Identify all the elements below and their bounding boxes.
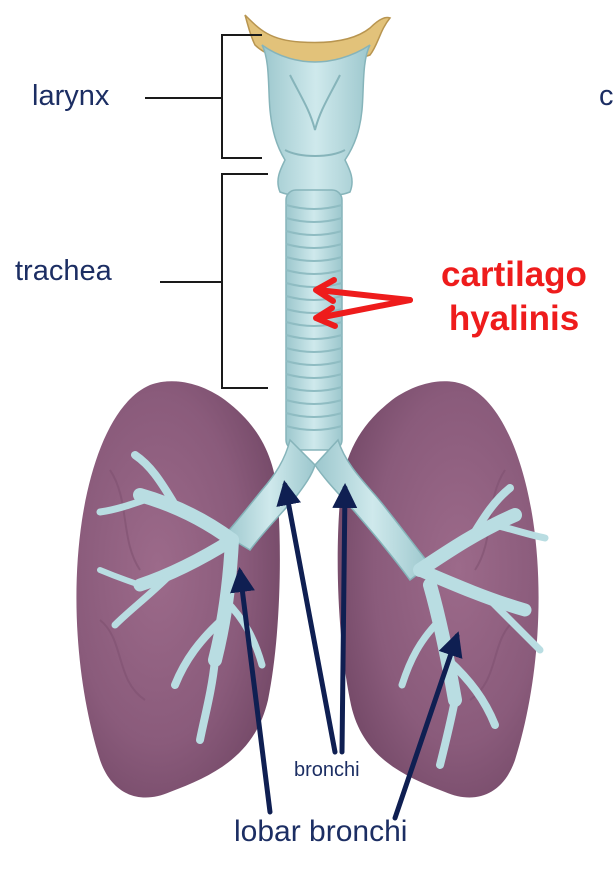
cropped-label: c [599, 80, 614, 113]
trachea-label: trachea [15, 255, 112, 288]
bronchi-arrows [285, 485, 345, 752]
larynx-shape [262, 45, 370, 197]
cartilage-label-line1: cartilago [408, 253, 615, 297]
larynx-bracket [145, 35, 262, 158]
cartilage-label: cartilago hyalinis [408, 253, 615, 341]
cartilage-label-line2: hyalinis [408, 297, 615, 341]
lobar-bronchi-label: lobar bronchi [234, 815, 407, 849]
bronchi-label: bronchi [294, 759, 360, 782]
larynx-label: larynx [32, 80, 109, 113]
left-lung [76, 381, 279, 797]
trachea-bracket [160, 174, 268, 388]
